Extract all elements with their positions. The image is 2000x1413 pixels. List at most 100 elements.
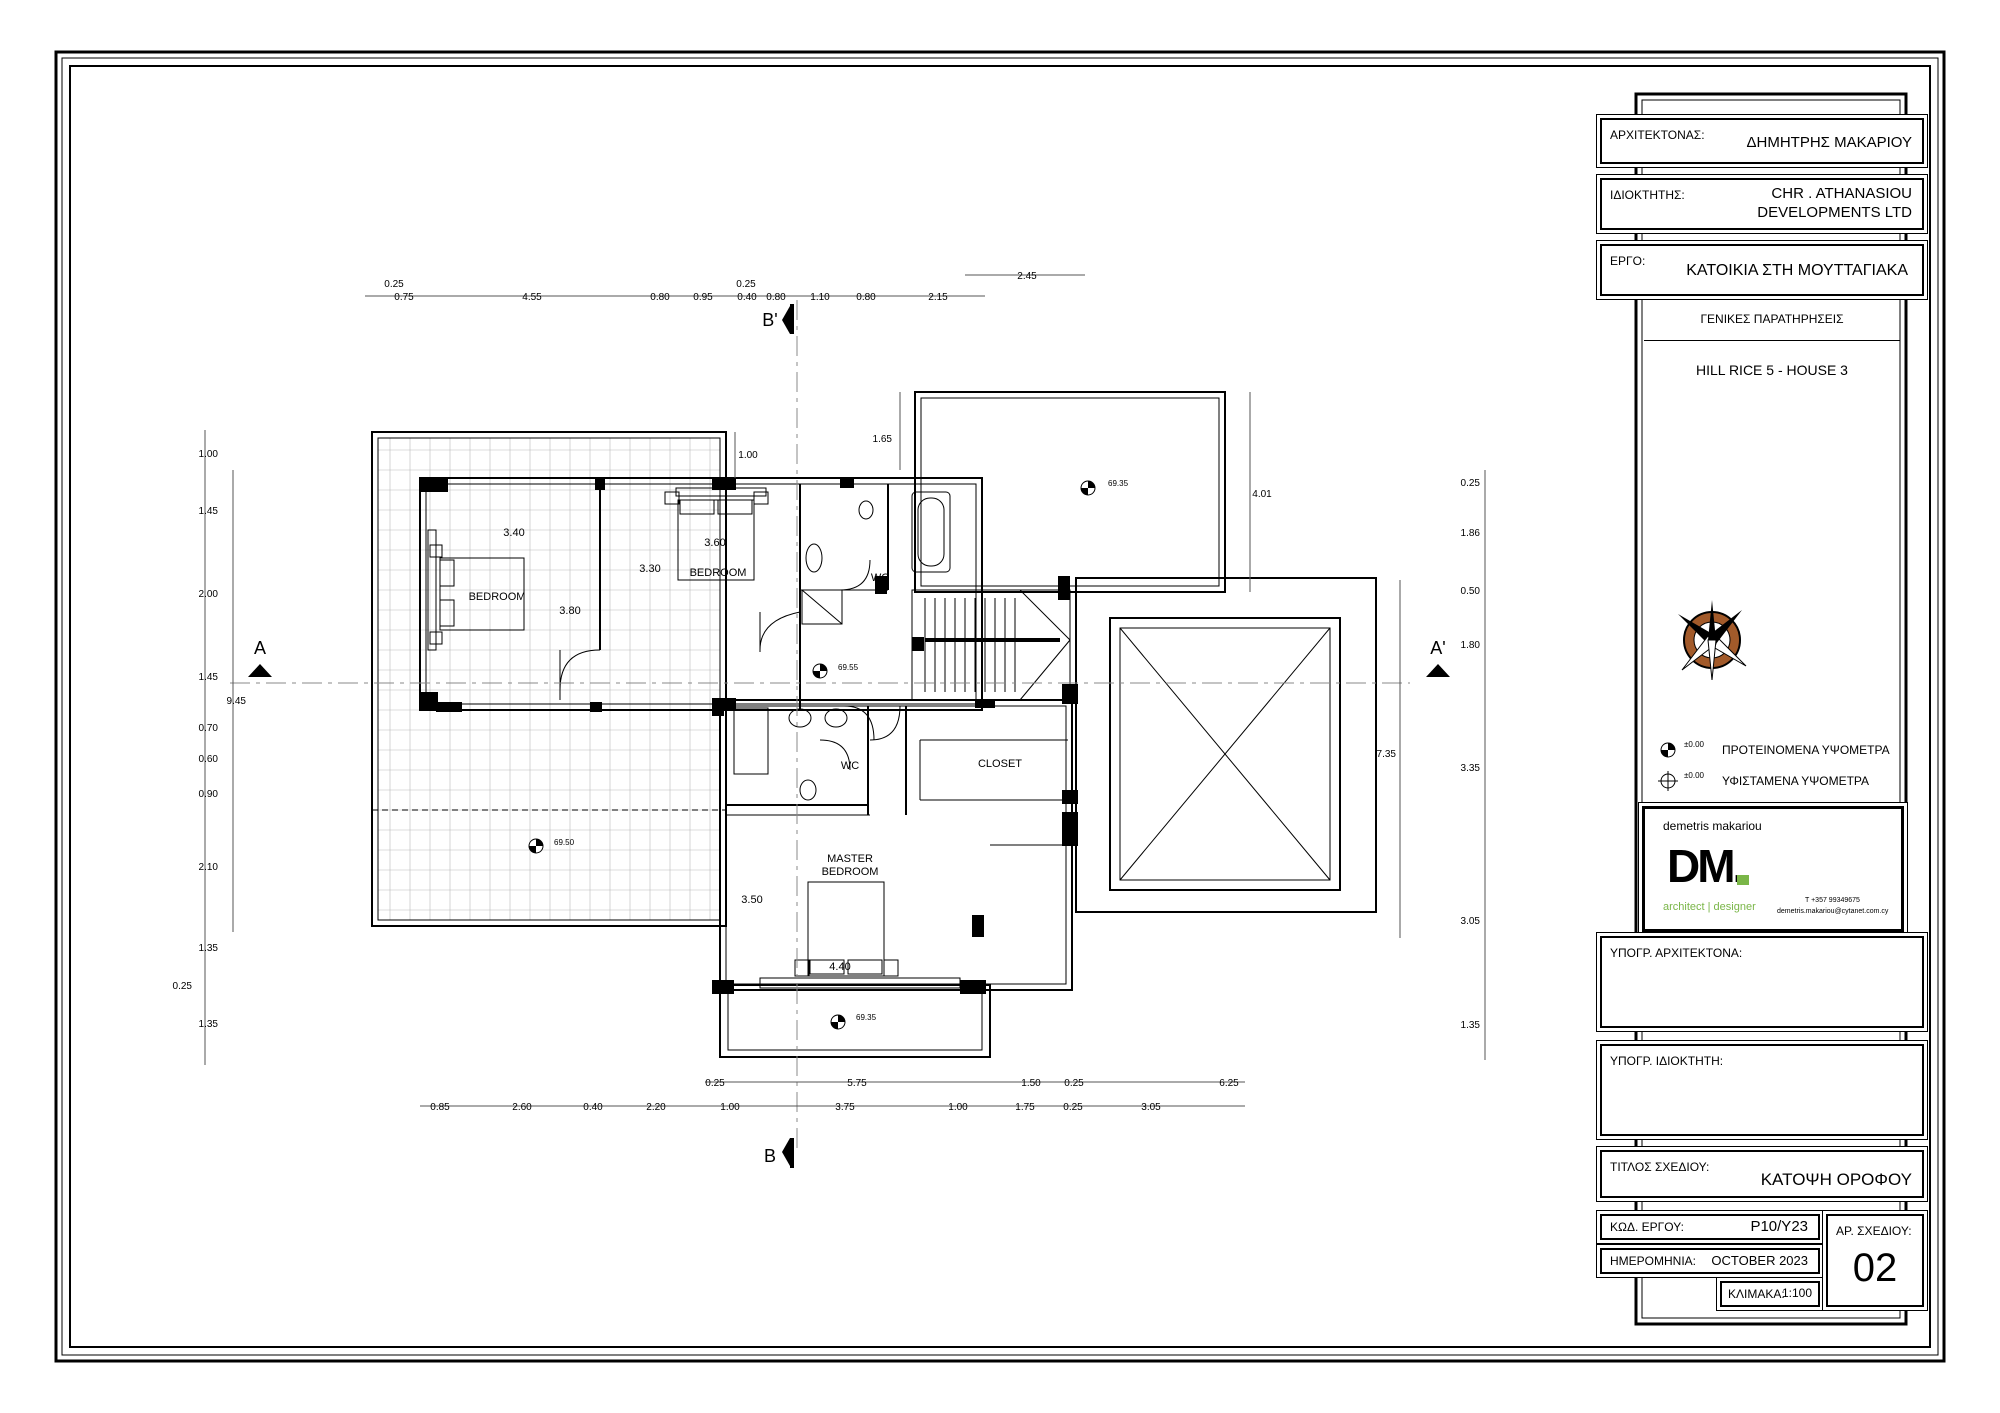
- dim-label: 0.25: [384, 279, 404, 290]
- architect-signature-box: ΥΠΟΓΡ. ΑΡΧΙΤΕΚΤΟΝΑ:: [1600, 936, 1924, 1028]
- date-box: ΗΜΕΡΟΜΗΝΙΑ: OCTOBER 2023: [1600, 1248, 1820, 1274]
- architect-value: ΔΗΜΗΤΡΗΣ ΜΑΚΑΡΙΟΥ: [1746, 134, 1913, 151]
- section-arrow-a: [248, 664, 272, 677]
- dim-label: 2.20: [646, 1102, 666, 1113]
- room-dim: 3.50: [741, 894, 762, 906]
- level-value: 69.35: [856, 1013, 877, 1022]
- owner-value-1: CHR . ATHANASIOU: [1771, 185, 1912, 202]
- dim-label: 2.15: [928, 292, 948, 303]
- dim-label: 2.00: [199, 589, 219, 600]
- dim-label: 1.80: [1461, 640, 1481, 651]
- dim-label: 2.10: [199, 862, 219, 873]
- dim-label: 1.45: [199, 672, 219, 683]
- outer-border: [54, 50, 1946, 1363]
- dim-label: 0.25: [1063, 1102, 1083, 1113]
- section-arrow-b-prime: [790, 304, 794, 334]
- terrace-tiles: [378, 438, 720, 920]
- legend-existing-text: ΥΦΙΣΤΑΜΕΝΑ ΥΨΟΜΕΤΡΑ: [1722, 774, 1870, 788]
- dim-label: 6.25: [1219, 1078, 1239, 1089]
- house-name: HILL RICE 5 - HOUSE 3: [1696, 362, 1848, 378]
- scale-box: ΚΛΙΜΑΚΑ: 1:100: [1720, 1281, 1820, 1307]
- section-arrow-b: [790, 1138, 794, 1168]
- notes-heading: ΓΕΝΙΚΕΣ ΠΑΡΑΤΗΡΗΣΕΙΣ: [1644, 300, 1900, 341]
- room-label: WC: [841, 760, 859, 772]
- drawing-title-box: ΤΙΤΛΟΣ ΣΧΕΔΙΟΥ: ΚΑΤΟΨΗ ΟΡΟΦΟΥ: [1600, 1150, 1924, 1198]
- outer-border-inner: [61, 57, 1939, 1356]
- logo-tagline: architect | designer: [1663, 901, 1756, 913]
- dim-label: 0.80: [766, 292, 786, 303]
- room-dim: 3.80: [559, 605, 580, 617]
- dim-label: 1.50: [1021, 1078, 1041, 1089]
- dim-label: 3.05: [1141, 1102, 1161, 1113]
- room-label: MASTER: [827, 853, 873, 865]
- dim-label: 1.45: [199, 506, 219, 517]
- dim-label: 3.35: [1461, 763, 1481, 774]
- dim-label: 5.75: [847, 1078, 867, 1089]
- bath-fixtures: [733, 491, 951, 801]
- balcony-top: [914, 391, 1226, 593]
- section-label-b: B: [764, 1146, 776, 1166]
- dim-label: 0.25: [1461, 478, 1481, 489]
- section-label-b-prime: B': [762, 310, 777, 330]
- room-dim: 3.40: [503, 527, 524, 539]
- dim-label: 0.25: [705, 1078, 725, 1089]
- dim-label: 9.45: [227, 696, 247, 707]
- room-dim: 3.30: [639, 563, 660, 575]
- dim-label: 4.01: [1252, 489, 1272, 500]
- project-code-label: ΚΩΔ. ΕΡΓΟΥ:: [1610, 1220, 1684, 1234]
- upper-wing-wall: [419, 477, 983, 711]
- walls: [419, 477, 1073, 991]
- beds: [429, 491, 899, 977]
- dimension-lines: [204, 274, 1486, 1107]
- dim-label: 1.00: [738, 450, 758, 461]
- logo-email: demetris.makariou@cytanet.com.cy: [1777, 908, 1889, 915]
- legend-existing-level: ±0.00: [1684, 771, 1704, 780]
- room-label: CLOSET: [978, 758, 1022, 770]
- dim-label: 4.55: [522, 292, 542, 303]
- project-box: ΕΡΓΟ: ΚΑΤΟΙΚΙΑ ΣΤΗ ΜΟΥΤΤΑΓΙΑΚΑ: [1600, 244, 1924, 296]
- dim-label: 0.75: [394, 292, 414, 303]
- logo-phone: T +357 99349675: [1805, 897, 1860, 904]
- dim-label: 0.80: [856, 292, 876, 303]
- plan-labels: BEDROOM BEDROOM WC WC CLOSET MASTER BEDR…: [173, 271, 1481, 1166]
- dim-label: 2.60: [512, 1102, 532, 1113]
- architect-box: ΑΡΧΙΤΕΚΤΟΝΑΣ: ΔΗΜΗΤΡΗΣ ΜΑΚΑΡΙΟΥ: [1600, 118, 1924, 164]
- dim-label: 0.50: [1461, 586, 1481, 597]
- dim-label: 0.95: [693, 292, 713, 303]
- project-label: ΕΡΓΟ:: [1610, 254, 1646, 268]
- staircase: [911, 589, 1071, 701]
- logo-mark: DM.: [1667, 840, 1745, 892]
- logo-name: demetris makariou: [1663, 819, 1762, 833]
- date-label: ΗΜΕΡΟΜΗΝΙΑ:: [1610, 1254, 1697, 1268]
- floor-plan: BEDROOM BEDROOM WC WC CLOSET MASTER BEDR…: [173, 271, 1486, 1168]
- level-value: 69.55: [838, 663, 859, 672]
- level-value: 69.35: [1108, 479, 1129, 488]
- room-label: BEDROOM: [690, 567, 747, 579]
- legend-proposed-icon: [1660, 742, 1676, 758]
- architect-label: ΑΡΧΙΤΕΚΤΟΝΑΣ:: [1610, 128, 1705, 142]
- dim-label: 0.40: [583, 1102, 603, 1113]
- dim-label: 0.80: [650, 292, 670, 303]
- balcony-bottom: [719, 984, 991, 1058]
- project-code-box: ΚΩΔ. ΕΡΓΟΥ: P10/Y23: [1600, 1214, 1820, 1240]
- dim-label: 0.60: [199, 754, 219, 765]
- date-value: OCTOBER 2023: [1711, 1253, 1808, 1268]
- dim-label: 0.90: [199, 789, 219, 800]
- north-arrow-icon: [1678, 600, 1747, 681]
- drawing-number-label: ΑΡ. ΣΧΕΔΙΟΥ:: [1836, 1224, 1912, 1238]
- dim-label: 3.05: [1461, 916, 1481, 927]
- owner-box: ΙΔΙΟΚΤΗΤΗΣ: CHR . ATHANASIOU DEVELOPMENT…: [1600, 178, 1924, 230]
- scale-label: ΚΛΙΜΑΚΑ:: [1728, 1287, 1785, 1301]
- dim-label: 1.35: [1461, 1020, 1481, 1031]
- scale-value: 1:100: [1781, 1286, 1812, 1300]
- dim-label: 7.35: [1377, 749, 1397, 760]
- title-block-frame: [1634, 92, 1908, 1326]
- dim-label: 1.65: [873, 434, 893, 445]
- dim-label: 0.70: [199, 723, 219, 734]
- project-value: ΚΑΤΟΙΚΙΑ ΣΤΗ ΜΟΥΤΤΑΓΙΑΚΑ: [1686, 262, 1908, 279]
- section-label-a: A: [254, 638, 266, 658]
- dim-label: 0.25: [173, 981, 193, 992]
- drawing-title-label: ΤΙΤΛΟΣ ΣΧΕΔΙΟΥ:: [1610, 1160, 1710, 1174]
- owner-label: ΙΔΙΟΚΤΗΤΗΣ:: [1610, 188, 1685, 202]
